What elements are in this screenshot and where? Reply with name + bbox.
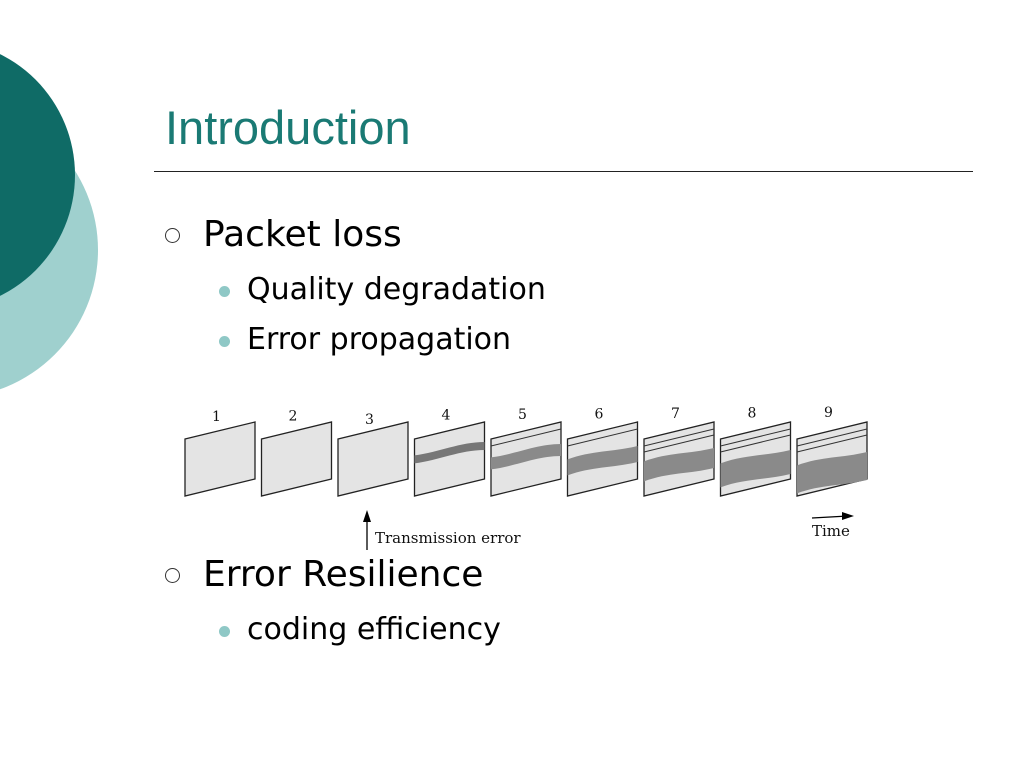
sub-bullet-label: Error propagation	[247, 322, 512, 357]
sub-bullet-label: Quality degradation	[247, 272, 546, 307]
bullet-label: Packet loss	[203, 214, 402, 255]
error-propagation-figure: 1 2 3 4 5 6 7 8 9 Transmission error Time	[184, 405, 868, 550]
frame-number: 6	[595, 407, 604, 423]
stripe-line	[796, 428, 868, 447]
stripe-line	[796, 434, 868, 453]
stripe-line	[720, 434, 791, 453]
frame-number: 2	[289, 409, 298, 425]
title-divider	[154, 171, 973, 172]
hollow-circle-bullet-icon	[165, 228, 180, 243]
dot-bullet-icon	[219, 335, 230, 347]
sub-bullet-quality-degradation: Quality degradation	[219, 272, 546, 307]
error-region	[644, 448, 714, 482]
error-region	[720, 450, 791, 488]
video-frame-1: 1	[184, 409, 256, 497]
video-frame-2: 2	[260, 409, 333, 497]
slide-title: Introduction	[165, 101, 411, 154]
video-frame-5: 5	[490, 407, 562, 497]
error-region	[491, 444, 561, 470]
frame-border	[260, 421, 333, 497]
bullet-packet-loss: Packet loss	[165, 214, 402, 255]
hollow-circle-bullet-icon	[165, 568, 180, 583]
bullet-label: Error Resilience	[203, 554, 484, 595]
video-frame-3: 3	[337, 412, 409, 497]
video-frame-8: 8	[719, 406, 792, 497]
video-frame-9: 9	[796, 405, 868, 497]
dark-teal-circle	[0, 54, 75, 296]
stripe-line	[720, 428, 791, 447]
arrow-head-icon	[363, 510, 371, 522]
error-region	[797, 452, 867, 494]
sub-bullet-error-propagation: Error propagation	[219, 322, 511, 357]
transmission-error-label: Transmission error	[375, 529, 521, 547]
frame-number: 4	[442, 408, 451, 424]
error-region	[414, 442, 485, 464]
decorative-circles	[0, 54, 98, 390]
frame-number: 3	[365, 412, 374, 428]
frame-border	[337, 421, 409, 497]
dot-bullet-icon	[219, 625, 230, 637]
frame-number: 7	[671, 406, 680, 422]
stripe-line	[643, 434, 715, 453]
stripe-line	[490, 428, 562, 447]
frame-number: 8	[748, 406, 757, 422]
video-frame-6: 6	[566, 407, 639, 497]
frame-border	[184, 421, 256, 497]
frame-group: 1 2 3 4 5 6 7 8 9	[184, 405, 868, 497]
frame-border	[413, 421, 486, 497]
frame-number: 1	[212, 409, 221, 425]
dot-bullet-icon	[219, 285, 230, 297]
bullet-error-resilience: Error Resilience	[165, 554, 483, 595]
stripe-line	[643, 428, 715, 447]
time-label: Time	[812, 522, 850, 540]
stripe-line	[567, 428, 638, 447]
sub-bullet-label: coding efficiency	[247, 612, 501, 647]
video-frame-7: 7	[643, 406, 715, 497]
sub-bullet-coding-efficiency: coding efficiency	[219, 612, 501, 647]
error-region	[567, 446, 638, 476]
time-arrow-head-icon	[842, 512, 854, 520]
frame-number: 9	[824, 405, 833, 421]
frame-number: 5	[518, 407, 527, 423]
video-frame-4: 4	[413, 408, 486, 497]
